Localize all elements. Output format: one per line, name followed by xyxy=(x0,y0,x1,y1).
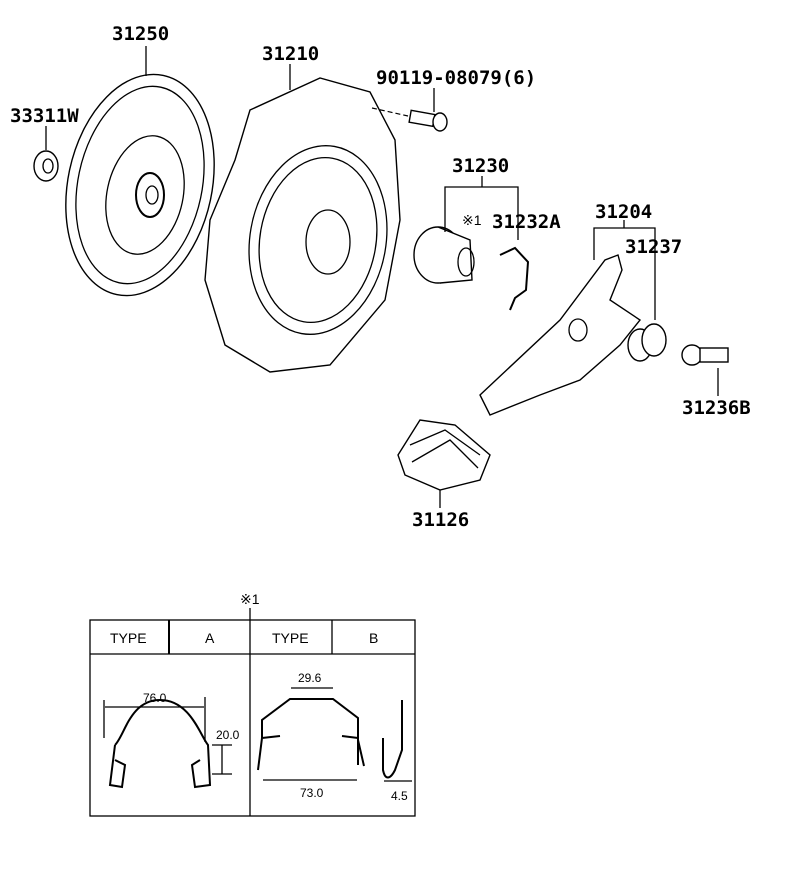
part-number-31232A: 31232A xyxy=(492,211,561,233)
dim-a-width: 76.0 xyxy=(143,691,167,705)
type-a-clip-drawing: 76.0 20.0 xyxy=(103,691,240,789)
dim-b-width: 73.0 xyxy=(300,786,324,800)
note-mark: ※1 xyxy=(462,212,482,228)
type-a-header: TYPE xyxy=(110,630,147,646)
pressure-plate-31210[interactable] xyxy=(204,77,401,373)
part-number-31204: 31204 xyxy=(595,201,652,223)
type-b-clip-drawing: 29.6 73.0 4.5 xyxy=(257,671,412,803)
clutch-disc-31250[interactable] xyxy=(46,60,233,309)
dim-b-top: 29.6 xyxy=(298,671,322,685)
dust-boot-31126[interactable] xyxy=(397,419,491,491)
pilot-bearing-33311W[interactable] xyxy=(33,150,59,182)
part-number-31230: 31230 xyxy=(452,155,509,177)
type-b-value: B xyxy=(369,630,378,646)
dim-b-thickness: 4.5 xyxy=(391,789,408,803)
type-a-value: A xyxy=(205,630,215,646)
clip-type-table: ※1 TYPE A TYPE B 76.0 20.0 29.6 xyxy=(89,591,416,817)
bolt-90119-08079[interactable] xyxy=(408,109,448,132)
fork-boot-31237[interactable] xyxy=(627,323,667,362)
dim-a-height: 20.0 xyxy=(216,728,240,742)
part-number-31237: 31237 xyxy=(625,236,682,258)
part-number-31236B: 31236B xyxy=(682,397,751,419)
release-fork-31204[interactable] xyxy=(479,254,642,416)
part-number-31126: 31126 xyxy=(412,509,469,531)
type-b-header: TYPE xyxy=(272,630,309,646)
pivot-stud-31236B[interactable] xyxy=(681,344,729,366)
release-bearing-31230[interactable] xyxy=(413,226,475,284)
part-number-33311W: 33311W xyxy=(10,105,79,127)
part-number-31210: 31210 xyxy=(262,43,319,65)
part-number-90119-08079: 90119-08079(6) xyxy=(376,67,536,89)
table-note-mark: ※1 xyxy=(240,591,260,607)
part-number-31250: 31250 xyxy=(112,23,169,45)
hub-clip-31232A[interactable] xyxy=(499,246,530,311)
